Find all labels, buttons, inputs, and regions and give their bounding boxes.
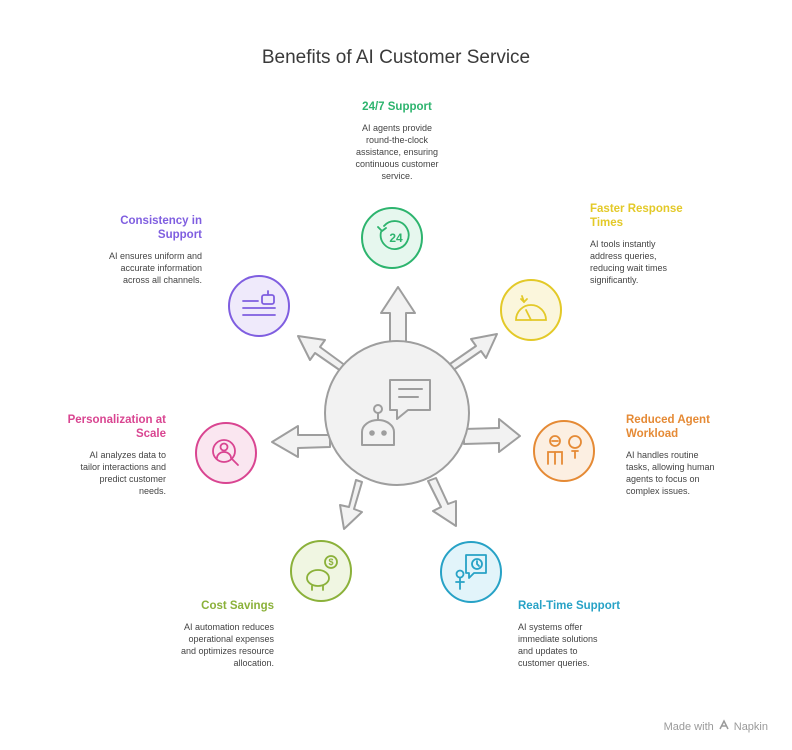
desc-line: complex issues. — [626, 486, 691, 496]
benefit-title: Personalization at Scale — [36, 413, 166, 441]
benefit-faster-response: Faster Response Times AI tools instantly… — [590, 202, 730, 286]
benefit-cost-savings: Cost Savings AI automation reduces opera… — [124, 599, 274, 669]
desc-line: and optimizes resource — [180, 646, 274, 656]
page-title: Benefits of AI Customer Service — [261, 47, 531, 68]
desc-line: agents to focus on — [626, 474, 700, 484]
benefit-title: Consistency in Support — [62, 214, 202, 242]
title-line: Support — [157, 229, 202, 241]
speedometer-icon — [515, 295, 547, 321]
benefit-title: Reduced Agent Workload — [626, 413, 766, 441]
desc-line: operational expenses — [188, 634, 274, 644]
user-search-icon — [212, 439, 239, 466]
svg-text:24: 24 — [389, 231, 403, 245]
title-line: Scale — [135, 428, 166, 440]
benefit-description: AI agents provide round-the-clock assist… — [332, 122, 462, 182]
title-line: Times — [590, 217, 624, 229]
piggy-bank-icon: $ — [306, 555, 338, 591]
footer-attribution[interactable]: Made with Napkin — [664, 719, 768, 734]
node-real-time — [440, 541, 502, 603]
benefit-reduced-workload: Reduced Agent Workload AI handles routin… — [626, 413, 766, 497]
desc-line: AI analyzes data to — [89, 450, 166, 460]
benefit-description: AI systems offer immediate solutions and… — [518, 621, 668, 669]
desc-line: AI systems offer — [518, 622, 583, 632]
desc-line: and updates to — [518, 646, 578, 656]
node-consistency — [228, 275, 290, 337]
robot-document-icon — [242, 290, 276, 316]
desc-line: tasks, allowing human — [626, 462, 715, 472]
desc-line: AI agents provide — [361, 123, 433, 133]
napkin-logo-icon — [718, 719, 730, 734]
svg-text:$: $ — [328, 557, 333, 567]
title-line: Workload — [626, 428, 679, 440]
hub-arrows — [271, 286, 521, 530]
title-line: Reduced Agent — [626, 414, 710, 426]
benefit-title: Faster Response Times — [590, 202, 730, 230]
desc-line: accurate information — [120, 263, 202, 273]
node-personalization — [195, 422, 257, 484]
benefit-real-time: Real-Time Support AI systems offer immed… — [518, 599, 668, 669]
title-line: Consistency in — [120, 215, 202, 227]
desc-line: significantly. — [590, 275, 639, 285]
title-line: Faster Response — [590, 203, 683, 215]
desc-line: customer queries. — [518, 658, 590, 668]
desc-line: address queries, — [590, 251, 657, 261]
node-reduced-workload — [533, 420, 595, 482]
benefit-description: AI tools instantly address queries, redu… — [590, 238, 730, 286]
desc-line: AI automation reduces — [183, 622, 274, 632]
benefit-title: 24/7 Support — [362, 101, 432, 113]
benefit-title: Real-Time Support — [518, 600, 621, 612]
benefit-description: AI automation reduces operational expens… — [124, 621, 274, 669]
desc-line: round-the-clock — [365, 135, 429, 145]
napkin-brand: Napkin — [733, 720, 768, 733]
benefit-description: AI ensures uniform and accurate informat… — [62, 250, 202, 286]
benefit-title: Cost Savings — [201, 600, 274, 612]
desc-line: reducing wait times — [590, 263, 668, 273]
clock-24-icon: 24 — [377, 220, 410, 250]
person-lightbulb-icon — [547, 435, 582, 465]
benefit-247-support: 24/7 Support AI agents provide round-the… — [332, 100, 462, 182]
desc-line: tailor interactions and — [80, 462, 166, 472]
robot-chat-icon — [361, 379, 431, 446]
desc-line: AI handles routine — [626, 450, 699, 460]
desc-line: AI tools instantly — [590, 239, 656, 249]
made-with-label: Made with — [663, 720, 714, 733]
node-faster-response — [500, 279, 562, 341]
node-247-support: 24 — [361, 207, 423, 269]
benefit-description: AI handles routine tasks, allowing human… — [626, 449, 766, 497]
benefit-consistency: Consistency in Support AI ensures unifor… — [62, 214, 202, 286]
desc-line: across all channels. — [122, 275, 202, 285]
benefit-description: AI analyzes data to tailor interactions … — [36, 449, 166, 497]
node-cost-savings: $ — [290, 540, 352, 602]
person-chat-clock-icon — [455, 554, 487, 590]
desc-line: AI ensures uniform and — [108, 251, 202, 261]
desc-line: service. — [381, 171, 413, 181]
desc-line: needs. — [138, 486, 166, 496]
benefit-personalization: Personalization at Scale AI analyzes dat… — [36, 413, 166, 497]
desc-line: predict customer — [99, 474, 166, 484]
title-line: Personalization at — [67, 414, 166, 426]
desc-line: continuous customer — [355, 159, 439, 169]
desc-line: assistance, ensuring — [355, 147, 439, 157]
desc-line: allocation. — [233, 658, 274, 668]
desc-line: immediate solutions — [518, 634, 598, 644]
